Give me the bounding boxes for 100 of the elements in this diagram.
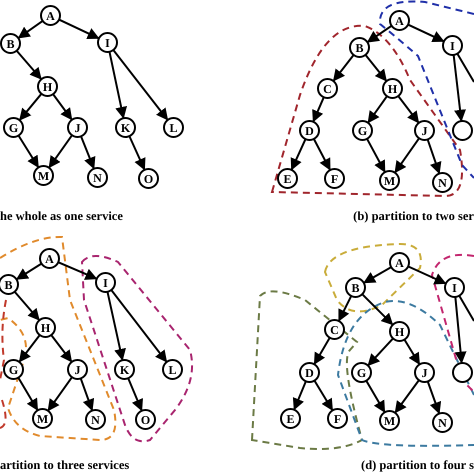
tree-node: J xyxy=(67,117,88,138)
tree-node: N xyxy=(432,412,453,433)
arrow xyxy=(106,292,126,361)
arrow xyxy=(59,18,100,40)
arrow xyxy=(408,24,445,42)
arrow xyxy=(367,96,388,124)
tree-node: O xyxy=(138,168,159,189)
tree-node: M xyxy=(379,410,400,431)
arrow xyxy=(18,135,40,168)
arrow xyxy=(366,25,392,43)
arrow xyxy=(127,378,143,412)
tree-node: J xyxy=(67,359,88,380)
arrow xyxy=(398,96,420,124)
arrow xyxy=(290,139,306,170)
arrow xyxy=(312,97,325,122)
arrow xyxy=(80,378,94,412)
arrow xyxy=(367,338,394,366)
tree-node: D xyxy=(299,362,320,383)
tree-node: B xyxy=(0,33,21,54)
arrow xyxy=(394,380,420,414)
arrow xyxy=(338,296,352,322)
arrow xyxy=(19,94,42,121)
arrow xyxy=(408,266,446,284)
tree-node: G xyxy=(3,117,24,138)
arrow xyxy=(394,138,420,174)
arrow xyxy=(452,55,466,122)
tree-node: B xyxy=(0,274,19,295)
tree-node: N xyxy=(432,172,453,193)
arrow xyxy=(47,377,73,412)
tree-node-circle xyxy=(452,362,473,383)
tree-node: J xyxy=(414,362,435,383)
tree-node: N xyxy=(87,167,108,188)
tree-node: C xyxy=(317,78,338,99)
arrow xyxy=(366,380,386,413)
arrow xyxy=(426,382,442,414)
tree-node: I xyxy=(95,272,116,293)
tree-node: E xyxy=(277,168,298,189)
tree-node: G xyxy=(351,362,372,383)
tree-node: J xyxy=(414,120,435,141)
tree-node-circle xyxy=(452,120,473,141)
arrow xyxy=(454,297,467,364)
arrow xyxy=(314,380,334,412)
tree-node: M xyxy=(32,408,53,429)
arrow xyxy=(50,334,72,362)
tree-node: I xyxy=(97,32,118,53)
tree-node: O xyxy=(135,409,156,430)
tree-node: H xyxy=(37,76,58,97)
tree-node: K xyxy=(115,117,136,138)
tree-node: K xyxy=(114,359,135,380)
arrow xyxy=(18,334,40,362)
tree-node: A xyxy=(389,252,410,273)
arrow xyxy=(108,52,128,119)
tree-node: F xyxy=(324,168,345,189)
tree-node: C xyxy=(324,319,345,340)
tree-node: B xyxy=(345,277,366,298)
tree-node: G xyxy=(3,359,24,380)
arrow xyxy=(332,54,354,82)
tree-node: H xyxy=(35,317,56,338)
tree-node: E xyxy=(280,408,301,429)
arrow xyxy=(314,338,330,365)
tree-node: A xyxy=(40,5,61,26)
arrow xyxy=(16,50,42,80)
tree-node: F xyxy=(327,408,348,429)
tree-node: B xyxy=(349,37,370,58)
arrow xyxy=(292,381,307,410)
panel-caption: he whole as one service xyxy=(0,209,123,224)
tree-node: L xyxy=(163,117,184,138)
tree-node: I xyxy=(444,277,465,298)
arrow xyxy=(18,20,43,39)
tree-node: D xyxy=(299,120,320,141)
tree-node: I xyxy=(442,35,463,56)
arrow xyxy=(16,263,42,280)
tree-node: M xyxy=(33,165,54,186)
panel-caption: (b) partition to two ser xyxy=(353,209,474,224)
arrow xyxy=(404,339,420,366)
tree-node: L xyxy=(162,359,183,380)
tree-node: A xyxy=(39,248,60,269)
arrow xyxy=(362,294,394,326)
arrow xyxy=(426,140,442,174)
arrow xyxy=(80,136,96,170)
arrow xyxy=(58,261,98,280)
panel-caption: artition to three services xyxy=(0,458,130,473)
tree-node: N xyxy=(85,409,106,430)
arrow xyxy=(14,291,40,321)
arrow xyxy=(48,135,73,168)
tree-node: H xyxy=(389,321,410,342)
arrow xyxy=(365,54,387,82)
tree-node: H xyxy=(382,78,403,99)
tree-node: M xyxy=(379,170,400,191)
arrow xyxy=(363,266,392,284)
arrow xyxy=(313,138,331,171)
arrow xyxy=(52,94,72,120)
arrow xyxy=(366,138,386,173)
arrow xyxy=(128,136,146,170)
arrow xyxy=(110,290,168,363)
tree-node: A xyxy=(389,10,410,31)
arrow xyxy=(112,50,168,121)
arrow xyxy=(18,378,38,411)
tree-node: G xyxy=(352,120,373,141)
panel-caption: (d) partition to four s xyxy=(361,458,474,473)
